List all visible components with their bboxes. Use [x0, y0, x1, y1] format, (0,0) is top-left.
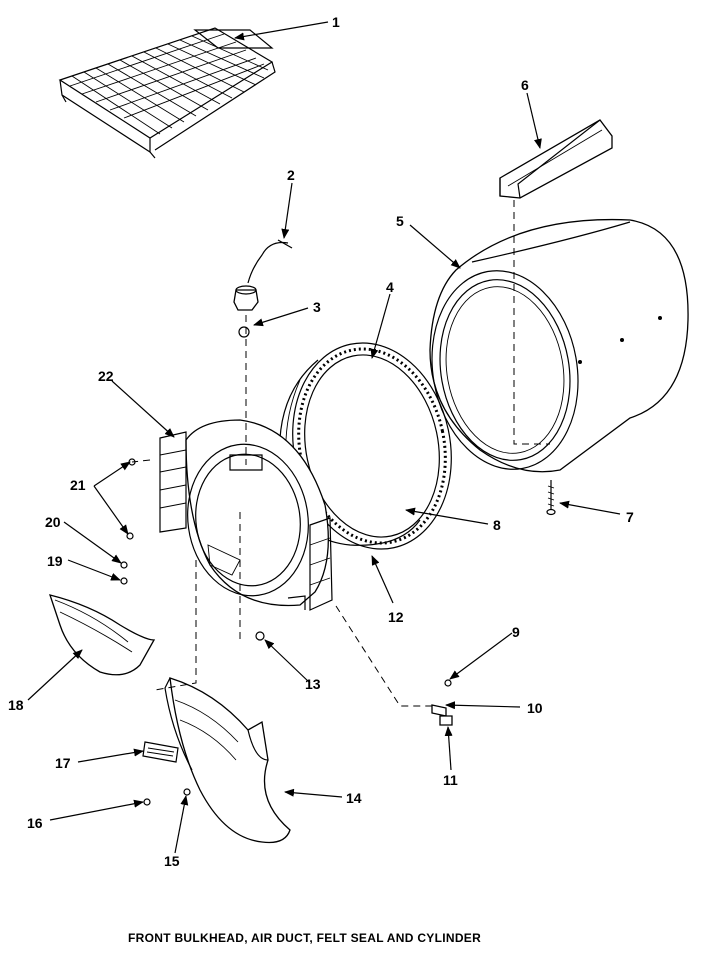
assembly-lines	[131, 200, 550, 707]
part-drying-rack	[58, 27, 276, 159]
callout-1: 1	[332, 14, 340, 30]
callout-15: 15	[164, 853, 180, 869]
callout-20: 20	[45, 514, 61, 530]
callout-12: 12	[388, 609, 404, 625]
callout-22: 22	[98, 368, 114, 384]
callout-8: 8	[493, 517, 501, 533]
part-front-bulkhead	[159, 419, 333, 611]
callout-10: 10	[527, 700, 543, 716]
callout-13: 13	[305, 676, 321, 692]
callout-7: 7	[626, 509, 634, 525]
callout-9: 9	[512, 624, 520, 640]
callout-17: 17	[55, 755, 71, 771]
callout-21: 21	[70, 477, 86, 493]
callout-18: 18	[8, 697, 24, 713]
callout-6: 6	[521, 77, 529, 93]
part-lint-housing	[49, 594, 156, 676]
callout-4: 4	[386, 279, 394, 295]
part-sensor-switch	[233, 239, 293, 338]
callout-16: 16	[27, 815, 43, 831]
leader-arrows	[27, 21, 621, 854]
part-small-hardware	[120, 458, 453, 806]
callout-labels: 1 2 3 4 5 6 7 8 9 10 11 12 13 14 15 16 1…	[8, 14, 634, 869]
callout-5: 5	[396, 213, 404, 229]
part-baffle	[499, 119, 613, 199]
callout-11: 11	[443, 772, 458, 788]
callout-2: 2	[287, 167, 295, 183]
callout-19: 19	[47, 553, 63, 569]
part-cylinder	[429, 218, 689, 473]
diagram-caption: FRONT BULKHEAD, AIR DUCT, FELT SEAL AND …	[128, 931, 481, 945]
callout-14: 14	[346, 790, 362, 806]
part-air-duct	[164, 677, 291, 844]
part-screw-7	[546, 480, 556, 516]
callout-3: 3	[313, 299, 321, 315]
part-label	[142, 741, 179, 763]
